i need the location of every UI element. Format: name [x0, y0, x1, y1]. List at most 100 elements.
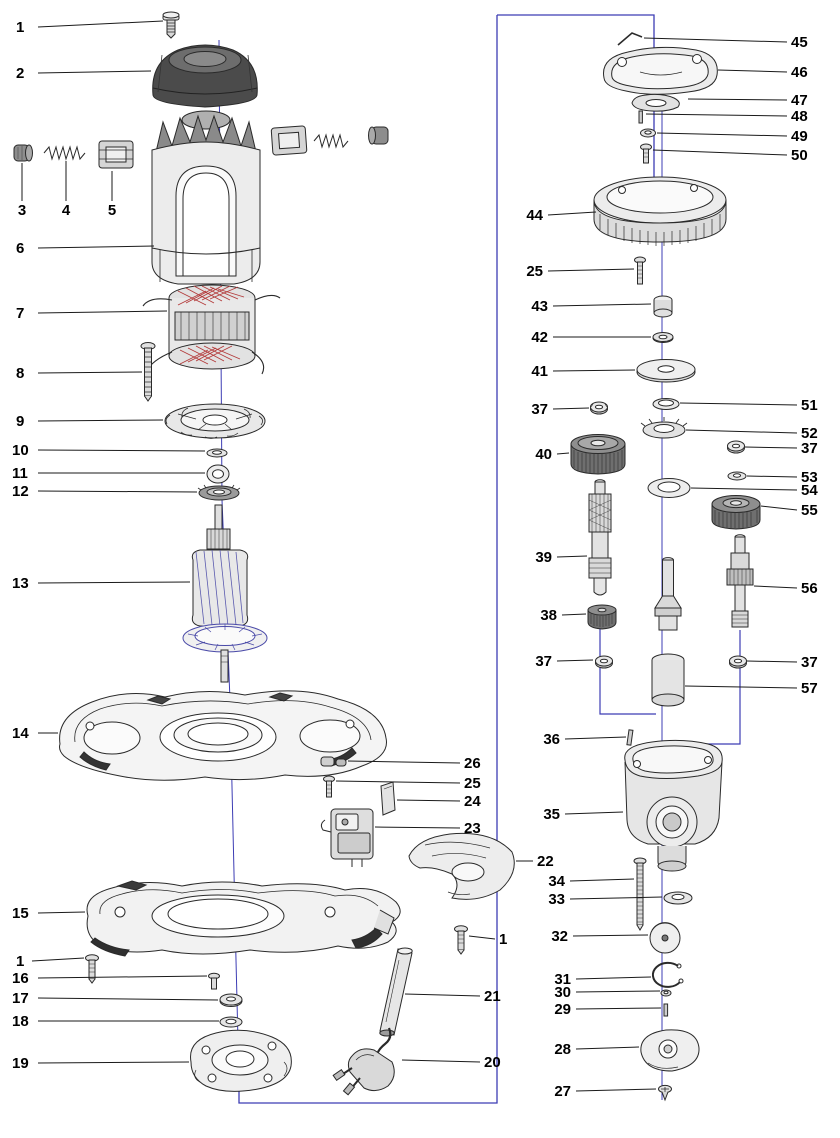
callout-48: 48: [791, 108, 808, 125]
axis-line-1: [497, 14, 655, 180]
callout-32: 32: [551, 928, 568, 945]
callout-17: 17: [12, 990, 29, 1007]
callout-54: 54: [801, 482, 818, 499]
part-washer-30: [660, 989, 672, 997]
part-brush-cap-right: [368, 126, 389, 145]
part-nut-37-d: [729, 655, 747, 669]
callout-55: 55: [801, 502, 818, 519]
part-ring-collar-44: [593, 176, 727, 246]
leader-line-46: [717, 69, 788, 73]
callout-26: 26: [464, 755, 481, 772]
leader-line-29: [575, 1007, 662, 1010]
leader-line-32: [572, 934, 649, 937]
leader-line-49: [656, 132, 788, 137]
leader-line-39: [556, 555, 588, 558]
leader-line-45: [643, 37, 788, 43]
part-motor-cap-2: [152, 44, 258, 108]
callout-31: 31: [554, 971, 571, 988]
leader-line-16: [37, 975, 208, 979]
part-intermediate-shaft-39: [588, 479, 612, 596]
leader-line-10: [37, 449, 206, 452]
part-washer-10: [206, 448, 228, 458]
callout-23: 23: [464, 820, 481, 837]
callout-34: 34: [548, 873, 565, 890]
leader-line-27: [575, 1088, 657, 1092]
callout-37: 37: [531, 401, 548, 418]
callout-42: 42: [531, 329, 548, 346]
leader-line-12: [37, 490, 198, 493]
callout-40: 40: [535, 446, 552, 463]
callout-10: 10: [12, 442, 29, 459]
callout-38: 38: [540, 607, 557, 624]
part-fan-baffle-9: [164, 403, 266, 439]
part-brush-spring-right: [313, 133, 349, 149]
part-gear-55: [711, 495, 761, 530]
part-lower-base-15: [86, 880, 401, 957]
axis-line-4: [599, 612, 656, 715]
part-gear-housing-35: [624, 739, 723, 872]
callout-37: 37: [801, 654, 818, 671]
leader-line-43: [552, 303, 652, 307]
part-guide-rod-21: [379, 947, 413, 1037]
leader-line-1: [31, 957, 85, 962]
callout-14: 14: [12, 725, 29, 742]
callout-57: 57: [801, 680, 818, 697]
part-screw-50: [640, 143, 652, 164]
callout-7: 7: [16, 305, 24, 322]
axis-line-0: [238, 15, 498, 1104]
callout-2: 2: [16, 65, 24, 82]
callout-52: 52: [801, 425, 818, 442]
leader-line-20: [401, 1059, 481, 1063]
leader-line-8: [37, 371, 143, 374]
part-screw-1-bottom-left: [85, 954, 99, 984]
callout-11: 11: [12, 465, 28, 482]
leader-line-54: [690, 487, 798, 491]
leader-line-1: [468, 935, 496, 940]
part-circlip-31: [651, 961, 684, 988]
leader-line-51: [679, 402, 798, 406]
leader-line-37: [746, 660, 798, 663]
leader-line-28: [575, 1046, 640, 1050]
leader-line-37: [744, 446, 798, 449]
part-pin-48: [638, 110, 643, 124]
part-pin-36: [626, 729, 634, 746]
leader-line-23: [374, 826, 461, 829]
part-gasket-47: [631, 93, 680, 112]
part-bushing-43: [653, 295, 673, 318]
part-bearing-11: [206, 464, 230, 484]
part-top-cover-46: [603, 46, 718, 95]
part-washer-53: [727, 471, 747, 481]
part-base-plate-19: [190, 1029, 292, 1092]
callout-5: 5: [108, 202, 116, 219]
part-pad-32: [649, 922, 681, 954]
callout-47: 47: [791, 92, 808, 109]
leader-line-41: [552, 369, 636, 372]
part-screw-27: [658, 1084, 672, 1102]
part-brush-holder-right: [270, 125, 308, 156]
part-nut-17: [219, 993, 243, 1007]
callout-33: 33: [548, 891, 565, 908]
leader-line-36: [564, 736, 627, 740]
callout-24: 24: [464, 793, 481, 810]
callout-1: 1: [16, 19, 24, 36]
part-lock-washer-52: [640, 417, 688, 439]
part-nut-37-a: [590, 401, 608, 415]
part-screw-1-top: [162, 11, 180, 39]
leader-line-40: [556, 452, 570, 455]
callout-19: 19: [12, 1055, 29, 1072]
part-retainer-12: [197, 484, 241, 501]
part-drawings: [13, 11, 761, 1102]
callout-45: 45: [791, 34, 808, 51]
part-washer-18: [219, 1016, 243, 1028]
leader-line-31: [575, 976, 652, 980]
leader-line-37: [556, 659, 594, 662]
leader-line-57: [684, 685, 798, 689]
part-plate-24: [380, 781, 396, 816]
leader-line-38: [561, 613, 587, 616]
part-screw-8: [140, 342, 156, 402]
callout-16: 16: [12, 970, 29, 987]
part-gear-40: [570, 434, 626, 475]
leader-line-47: [687, 98, 788, 101]
part-washer-42: [652, 332, 674, 343]
